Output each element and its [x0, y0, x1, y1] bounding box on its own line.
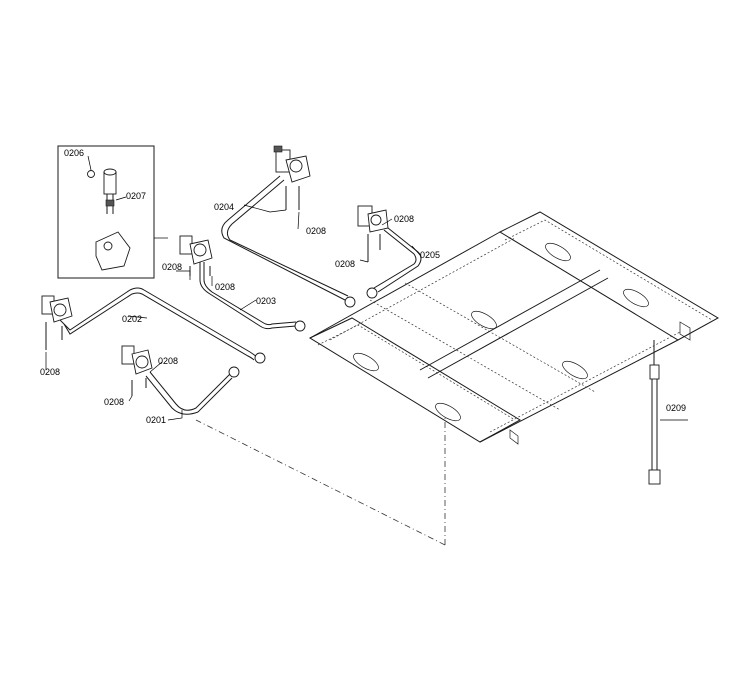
- cable-assembly-0209: [648, 340, 688, 485]
- alignment-line-diagonal: [195, 419, 446, 546]
- gas-pipe-0202: [41, 287, 266, 364]
- callout-0208-a: 0208: [162, 262, 182, 272]
- gas-pipe-0203: [179, 235, 306, 332]
- burner-chassis-frame: [308, 211, 720, 445]
- gas-pipe-0204: [221, 145, 356, 308]
- injector-detail-box: [57, 145, 168, 279]
- callout-0208-f: 0208: [40, 367, 60, 377]
- gas-pipe-0205: [357, 205, 422, 299]
- callout-0205: 0205: [420, 250, 440, 260]
- callout-0201: 0201: [146, 415, 166, 425]
- callout-0208-h: 0208: [104, 397, 124, 407]
- gas-pipe-0201: [121, 345, 240, 415]
- callout-leaders: [45, 155, 421, 421]
- callout-0208-g: 0208: [158, 356, 178, 366]
- callout-labels: 0206 0207 0208 0208 0204 0208 0208 0208 …: [40, 148, 686, 425]
- callout-0208-d: 0208: [335, 259, 355, 269]
- callout-0202: 0202: [122, 314, 142, 324]
- callout-0209: 0209: [666, 403, 686, 413]
- callout-0203: 0203: [256, 296, 276, 306]
- callout-0208-b: 0208: [215, 282, 235, 292]
- callout-0208-c: 0208: [306, 226, 326, 236]
- callout-0208-e: 0208: [394, 214, 414, 224]
- callout-0207: 0207: [126, 191, 146, 201]
- callout-0206: 0206: [64, 148, 84, 158]
- callout-0204: 0204: [214, 202, 234, 212]
